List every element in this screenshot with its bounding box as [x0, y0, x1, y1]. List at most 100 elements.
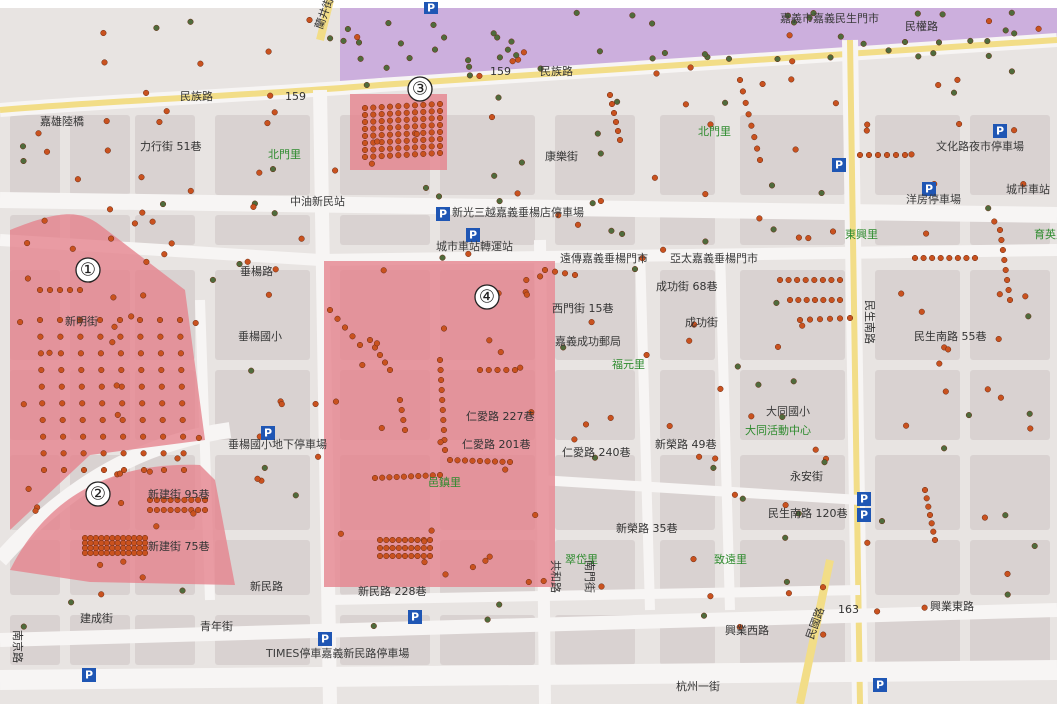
scooter-red-dot	[511, 366, 519, 374]
scooter-red-dot	[925, 503, 932, 510]
parking-icon[interactable]: P	[318, 632, 332, 646]
scooter-red-dot	[366, 336, 374, 344]
scooter-red-dot	[100, 29, 107, 37]
city-block	[875, 455, 960, 530]
scooter-red-dot	[386, 110, 394, 117]
parking-icon[interactable]: P	[261, 426, 275, 440]
scooter-red-dot	[422, 472, 429, 479]
scooter-red-dot	[24, 275, 31, 282]
parking-icon[interactable]: P	[466, 228, 480, 242]
scooter-red-dot	[80, 450, 87, 457]
scooter-red-dot	[509, 58, 516, 65]
scooter-red-dot	[437, 439, 444, 446]
area-label: 北門里	[698, 125, 731, 138]
scooter-red-dot	[136, 549, 143, 557]
parking-icon[interactable]: P	[424, 2, 438, 15]
scooter-red-dot	[946, 254, 953, 262]
scooter-red-dot	[786, 32, 793, 39]
scooter-red-dot	[370, 146, 377, 153]
parking-icon[interactable]: P	[857, 492, 871, 506]
scooter-red-dot	[436, 121, 444, 129]
scooter-red-dot	[428, 129, 435, 136]
scooter-red-dot	[792, 146, 799, 153]
top-margin	[0, 0, 1057, 8]
scooter-red-dot	[39, 400, 46, 407]
scooter-green-dot	[985, 205, 992, 212]
scooter-green-dot	[1008, 9, 1015, 16]
city-block	[10, 115, 60, 195]
scooter-red-dot	[937, 254, 944, 262]
zone-marker-4[interactable]: ④	[474, 284, 500, 310]
red-zones	[10, 94, 555, 587]
city-block	[555, 115, 635, 195]
scooter-green-dot	[1026, 410, 1033, 417]
scooter-red-dot	[795, 296, 802, 304]
scooter-green-dot	[1002, 27, 1009, 34]
scooter-red-dot	[782, 502, 789, 509]
zone-marker-3[interactable]: ③	[407, 76, 433, 102]
scooter-red-dot	[97, 350, 104, 357]
scooter-red-dot	[921, 486, 929, 494]
scooter-red-dot	[160, 450, 167, 457]
parking-icon[interactable]: P	[832, 158, 846, 172]
scooter-red-dot	[497, 349, 504, 356]
scooter-red-dot	[131, 220, 138, 227]
scooter-green-dot	[179, 587, 186, 594]
scooter-red-dot	[864, 539, 871, 546]
scooter-red-dot	[395, 110, 402, 117]
street-label: 共和路	[549, 560, 562, 593]
scooter-red-dot	[408, 536, 415, 544]
scooter-red-dot	[612, 118, 620, 126]
scooter-green-dot	[1031, 542, 1038, 550]
scooter-red-dot	[120, 433, 127, 440]
scooter-green-dot	[495, 94, 502, 101]
city-block	[970, 270, 1050, 360]
scooter-red-dot	[614, 127, 622, 135]
scooter-red-dot	[795, 234, 802, 241]
parking-icon[interactable]: P	[922, 182, 936, 196]
scooter-red-dot	[137, 333, 144, 340]
scooter-red-dot	[370, 132, 377, 139]
scooter-red-dot	[811, 276, 818, 284]
scooter-red-dot	[503, 366, 510, 374]
scooter-red-dot	[332, 167, 339, 174]
city-block	[740, 540, 845, 595]
parking-icon[interactable]: P	[873, 678, 887, 692]
scooter-red-dot	[401, 552, 409, 560]
scooter-red-dot	[436, 107, 444, 115]
scooter-red-dot	[17, 319, 24, 326]
scooter-red-dot	[201, 506, 209, 514]
scooter-red-dot	[97, 561, 104, 568]
scooter-green-dot	[790, 378, 797, 385]
scooter-green-dot	[422, 184, 430, 191]
scooter-red-dot	[1002, 266, 1009, 274]
scooter-red-dot	[256, 169, 263, 176]
scooter-green-dot	[397, 40, 404, 47]
scooter-red-dot	[349, 333, 356, 340]
scooter-red-dot	[666, 422, 673, 430]
scooter-red-dot	[160, 506, 167, 514]
scooter-red-dot	[469, 457, 476, 464]
scooter-red-dot	[588, 319, 595, 326]
scooter-red-dot	[373, 340, 381, 347]
scooter-red-dot	[776, 276, 784, 284]
street-label: 民權路	[905, 20, 938, 33]
city-block	[740, 215, 845, 245]
parking-icon[interactable]: P	[993, 124, 1007, 138]
parking-icon[interactable]: P	[857, 508, 871, 522]
scooter-red-dot	[414, 552, 421, 560]
scooter-red-dot	[79, 416, 86, 424]
scooter-red-dot	[361, 111, 369, 119]
parking-icon[interactable]: P	[408, 610, 422, 624]
zone-marker-1[interactable]: ①	[75, 257, 101, 283]
scooter-red-dot	[436, 100, 444, 108]
scooter-green-dot	[513, 52, 520, 59]
scooter-red-dot	[337, 530, 344, 537]
parking-icon[interactable]: P	[82, 668, 96, 682]
parking-icon[interactable]: P	[436, 207, 450, 221]
zone-marker-2[interactable]: ②	[85, 481, 111, 507]
street-label: 成功街	[685, 315, 718, 329]
scooter-green-dot	[722, 99, 729, 106]
